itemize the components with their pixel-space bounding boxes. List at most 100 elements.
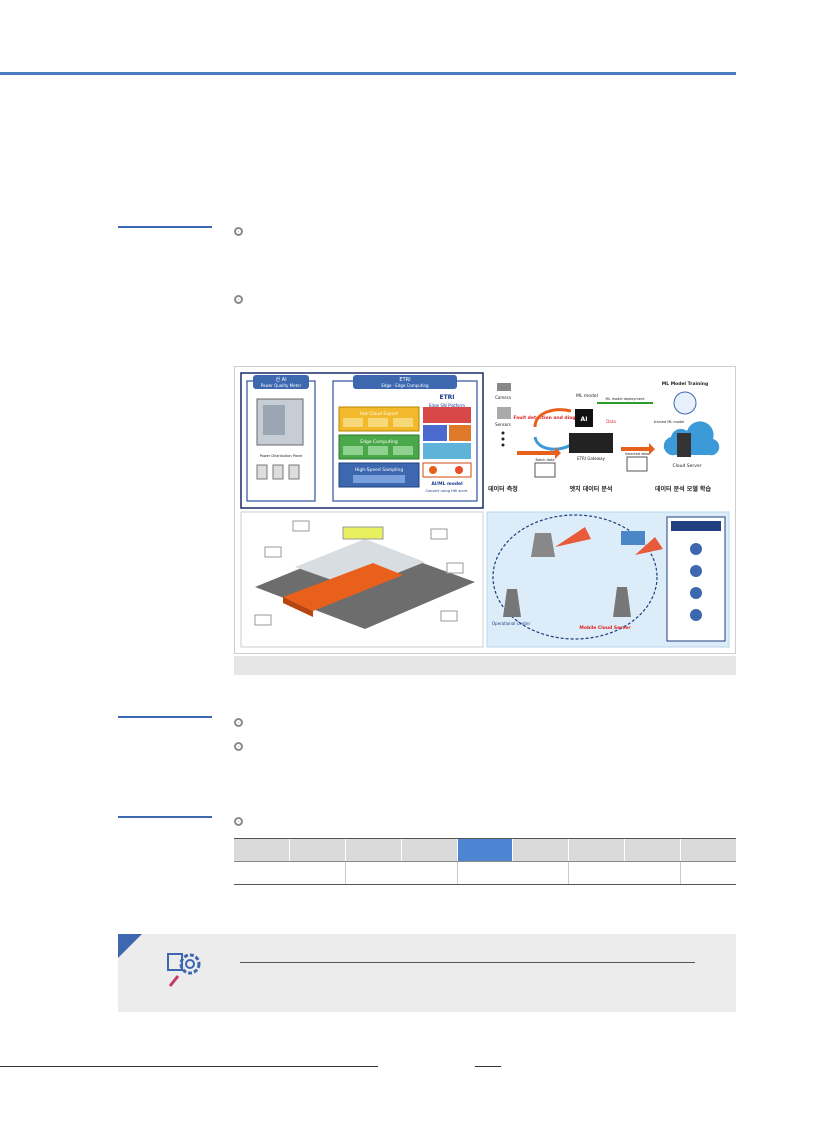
canopy <box>283 563 403 611</box>
module-box <box>368 418 388 427</box>
module-box <box>343 446 363 455</box>
cloud-label: Cloud Server <box>672 463 701 469</box>
side-module-cyan <box>423 443 471 459</box>
training-label: ML Model Training <box>662 381 708 387</box>
step-3-label: 데이터 분석 모델 학습 <box>655 485 711 493</box>
data-label: Data <box>606 419 616 424</box>
canopy-side <box>283 597 313 617</box>
legend-icon <box>690 609 702 621</box>
loop-arrow <box>533 408 572 428</box>
box-a-title-bg <box>253 375 309 389</box>
callout-box <box>430 528 448 540</box>
side-module-blue <box>423 425 447 441</box>
sensor-icon <box>497 407 511 419</box>
arrow-right <box>517 447 561 459</box>
ml-model-label: ML model <box>576 393 598 399</box>
fault-label: Fault detection and diagnosis <box>513 415 589 421</box>
side-module-red <box>423 407 471 423</box>
meter-icon <box>256 464 268 480</box>
table-header-cell <box>289 838 346 862</box>
model-sub-label: Convert using HW accel. <box>426 489 469 493</box>
tower-icon <box>613 587 631 617</box>
table-header-cell <box>568 838 625 862</box>
station-building <box>295 539 425 589</box>
signal-beam <box>635 537 663 555</box>
step-2-label: 엣지 데이터 분석 <box>570 485 613 493</box>
cabinet-label: Power Distribution Panel <box>260 454 303 458</box>
dot <box>501 431 505 435</box>
batch-label: Batch data <box>535 458 554 462</box>
system-architecture-figure: 산 AI Power Quality Meter Power Distribut… <box>240 372 730 648</box>
callout-box <box>446 562 464 574</box>
table-header-cell <box>623 838 681 862</box>
box-b-title-bg <box>353 375 457 389</box>
legend-header <box>671 521 721 531</box>
legend-icon <box>690 565 702 577</box>
camera-label: Camera <box>495 395 511 400</box>
framework-logo-icon <box>429 466 437 474</box>
legend-icon <box>690 543 702 555</box>
server-icon <box>677 433 691 457</box>
table-cell <box>345 861 458 885</box>
layer-1-label: Hot Cloud Export <box>360 411 399 417</box>
layer-3-label: High-Speed Sampling <box>355 467 404 473</box>
ai-chip-text: AI <box>581 416 588 423</box>
bullet-icon <box>234 817 243 826</box>
callout-box <box>440 610 458 622</box>
camera-icon <box>497 383 511 391</box>
side-module-orange <box>449 425 471 441</box>
footnote-rule <box>0 1066 378 1067</box>
box-b-title: ETRI <box>399 377 410 383</box>
signal-beam <box>555 527 591 547</box>
meter-icon <box>272 464 284 480</box>
sensors-label: Sensors <box>495 422 511 427</box>
box-b-subtitle: Edge · Edge Computing <box>381 383 429 388</box>
meter-icon <box>288 464 300 480</box>
table-header-cell-highlight <box>456 838 513 862</box>
callout-box <box>254 614 272 626</box>
table-cell <box>568 861 681 885</box>
table-header-cell <box>400 838 458 862</box>
info-box <box>118 934 736 1012</box>
gateway-label: ETRI Gateway <box>577 456 606 461</box>
page-number-rule <box>475 1066 501 1067</box>
table-header-cell <box>345 838 402 862</box>
cabinet-panel <box>263 405 285 435</box>
box-divider <box>240 962 695 963</box>
module-box <box>393 446 413 455</box>
table-header-cell <box>679 838 736 862</box>
selected-data-card <box>626 456 648 472</box>
arrow-right <box>621 443 655 455</box>
info-table <box>234 838 736 885</box>
section-rule-1 <box>118 226 212 228</box>
ai-chip-icon <box>575 409 593 427</box>
legend-icon <box>690 587 702 599</box>
table-cell <box>679 861 736 885</box>
callout-box <box>264 546 282 558</box>
box-a-title: 산 AI <box>275 376 286 383</box>
header-rule <box>0 72 736 75</box>
platform-label: Edge SW Platform <box>429 403 465 408</box>
mobile-cloud-label: Mobile Cloud Server <box>579 625 631 631</box>
coverage-ring <box>492 514 658 640</box>
ml-deploy-label: ML model deployment <box>605 397 645 401</box>
layer-2-label: Edge Computing <box>360 439 398 445</box>
tower-icon <box>503 589 521 617</box>
section-rule-3 <box>118 816 212 818</box>
figure-caption-bar <box>234 656 736 675</box>
module-box <box>368 446 388 455</box>
box-corner-tab <box>118 934 142 958</box>
edge-box-label <box>342 526 384 540</box>
solar-panel-icon <box>621 531 645 545</box>
module-box <box>353 475 405 483</box>
dot <box>501 443 505 447</box>
section-rule-2 <box>118 716 212 718</box>
bullet-icon <box>234 227 243 236</box>
operational-center-label: Operational Center <box>492 621 531 626</box>
figure-frame: 산 AI Power Quality Meter Power Distribut… <box>234 366 736 654</box>
model-label: AI/ML model <box>431 481 463 487</box>
tower-icon <box>531 533 555 557</box>
module-box <box>343 418 363 427</box>
data-search-gear-icon <box>164 948 212 990</box>
loop-arrow <box>533 436 572 451</box>
